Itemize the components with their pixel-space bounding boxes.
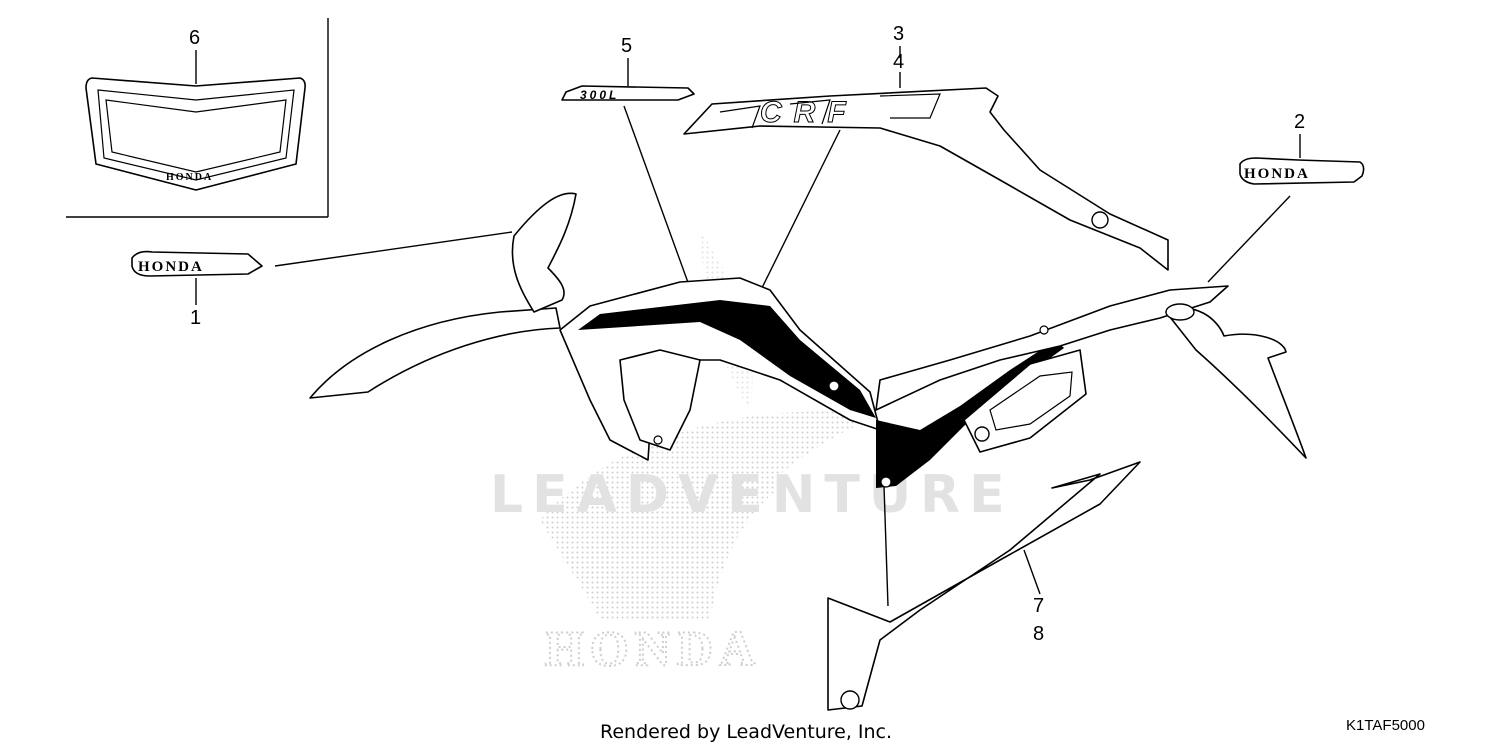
part-2-honda-emblem[interactable]: HONDA (1239, 157, 1365, 185)
callout-1[interactable]: 1 (190, 307, 201, 329)
svg-text:300L: 300L (580, 88, 619, 102)
part-5-model-badge[interactable]: 300L (561, 85, 695, 102)
part-1-honda-emblem[interactable]: HONDA (131, 250, 263, 277)
callout-7[interactable]: 7 (1033, 595, 1044, 617)
svg-text:CRF: CRF (760, 96, 858, 129)
honda-small-text: HONDA (166, 172, 213, 183)
callout-5[interactable]: 5 (621, 35, 632, 57)
part-6-number-plate-decal[interactable]: HONDA (85, 77, 306, 191)
motorcycle-body-outline (309, 192, 1307, 488)
callout-8[interactable]: 8 (1033, 623, 1044, 645)
diagram-code: K1TAF5000 (1346, 717, 1425, 734)
svg-text:HONDA: HONDA (138, 259, 204, 275)
watermark-text: LEADVENTURE (490, 465, 1014, 525)
callout-4[interactable]: 4 (893, 51, 904, 73)
rendered-by-credit: Rendered by LeadVenture, Inc. (600, 721, 892, 743)
callout-6[interactable]: 6 (189, 27, 200, 49)
inset-box (66, 18, 329, 218)
part-7-8-side-decal[interactable] (827, 461, 1141, 711)
part-3-4-crf-stripe[interactable]: CRF (683, 87, 1169, 271)
callout-3[interactable]: 3 (893, 23, 904, 45)
callout-2[interactable]: 2 (1294, 111, 1305, 133)
honda-brand-watermark: HONDA (545, 620, 761, 676)
svg-text:HONDA: HONDA (1244, 166, 1310, 182)
